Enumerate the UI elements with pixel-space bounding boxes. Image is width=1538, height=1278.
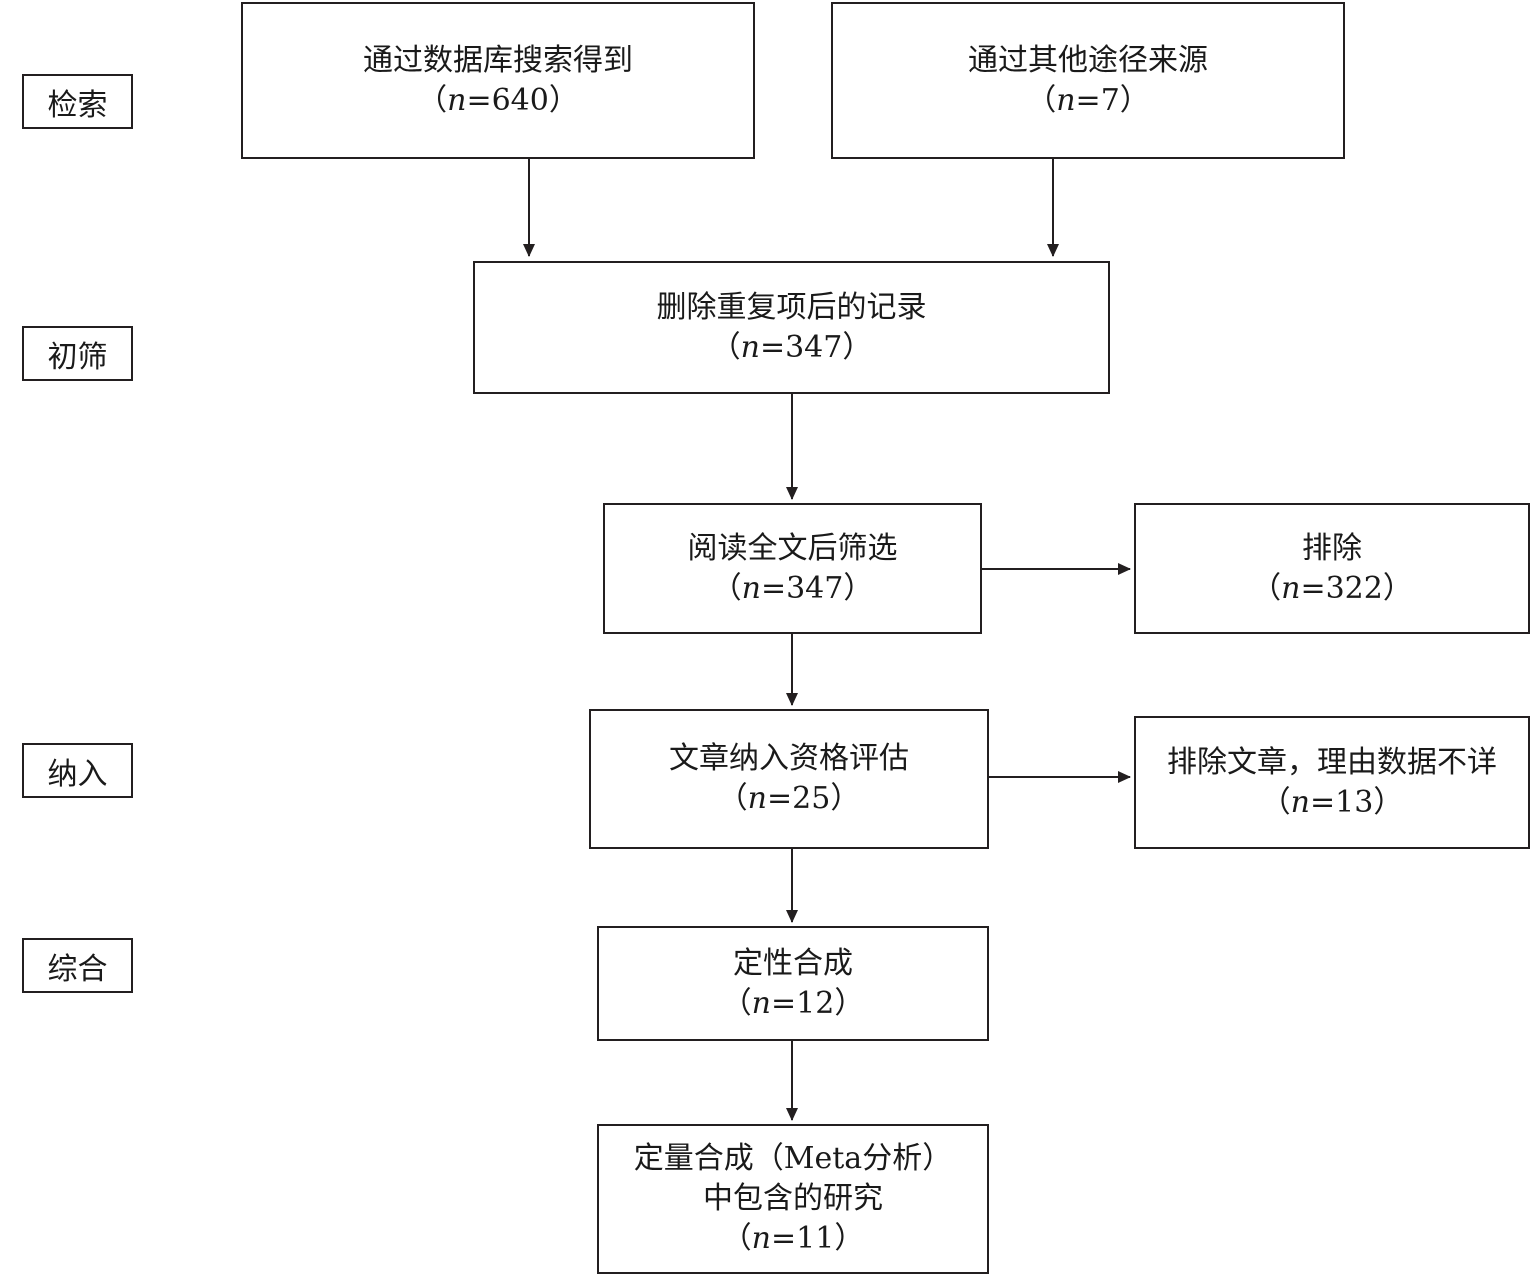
- count-label: （n=347）: [711, 570, 874, 606]
- box-other-sources: 通过其他途径来源 （n=7）: [831, 2, 1345, 159]
- box-excluded: 排除 （n=322）: [1134, 503, 1530, 634]
- box-eligibility-assessment: 文章纳入资格评估 （n=25）: [589, 709, 989, 849]
- count-label: （n=7）: [1026, 82, 1150, 118]
- box-title: 通过数据库搜索得到: [363, 42, 633, 78]
- box-excluded-insufficient-data: 排除文章，理由数据不详 （n=13）: [1134, 716, 1530, 849]
- box-qualitative-synthesis: 定性合成 （n=12）: [597, 926, 989, 1041]
- stage-label-synthesis: 综合: [22, 938, 133, 993]
- stage-label-search: 检索: [22, 74, 133, 129]
- stage-label-screening: 初筛: [22, 326, 133, 381]
- box-title: 排除文章，理由数据不详: [1167, 744, 1497, 780]
- box-dedup-records: 删除重复项后的记录 （n=347）: [473, 261, 1110, 394]
- count-label: （n=13）: [1260, 784, 1404, 820]
- count-label: （n=12）: [721, 985, 865, 1021]
- box-title-line2: 中包含的研究: [703, 1181, 883, 1216]
- box-quantitative-synthesis: 定量合成（Meta分析） 中包含的研究 （n=11）: [597, 1124, 989, 1274]
- count-label: （n=322）: [1251, 570, 1413, 606]
- count-label: （n=25）: [717, 781, 861, 816]
- box-fulltext-screening: 阅读全文后筛选 （n=347）: [603, 503, 982, 634]
- box-title-line1: 定量合成（Meta分析）: [633, 1141, 953, 1176]
- box-title: 删除重复项后的记录: [656, 289, 927, 325]
- box-title: 文章纳入资格评估: [669, 741, 909, 776]
- box-title: 排除: [1302, 530, 1362, 566]
- count-label: （n=11）: [721, 1221, 865, 1256]
- box-title: 定性合成: [733, 945, 853, 981]
- box-database-search: 通过数据库搜索得到 （n=640）: [241, 2, 755, 159]
- box-title: 阅读全文后筛选: [687, 530, 898, 566]
- stage-label-inclusion: 纳入: [22, 743, 133, 798]
- count-label: （n=640）: [417, 82, 579, 118]
- box-title: 通过其他途径来源: [968, 42, 1208, 78]
- count-label: （n=347）: [710, 329, 873, 365]
